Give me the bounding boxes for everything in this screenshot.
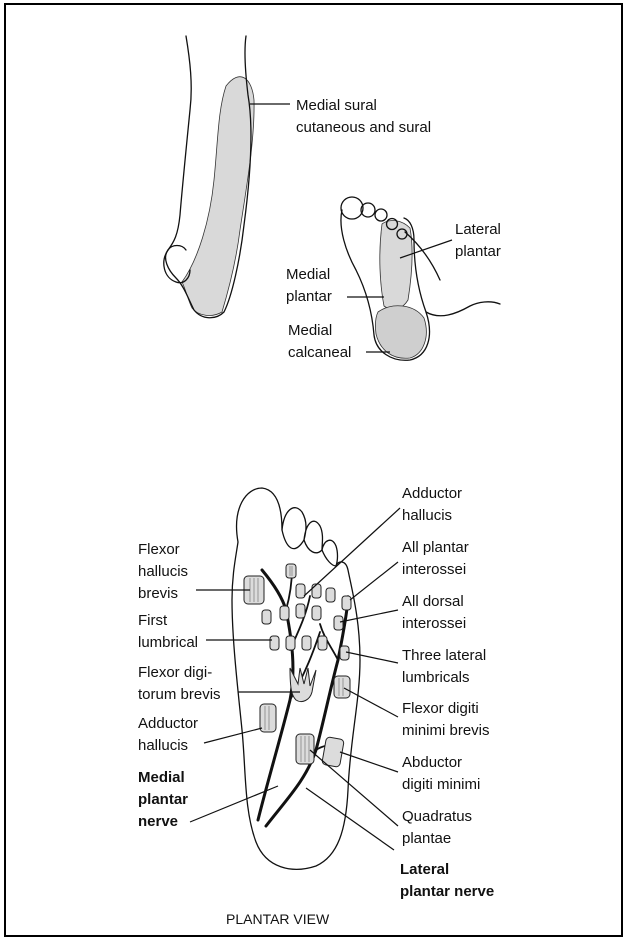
label-fdm-brevis-1: Flexor digiti <box>402 700 479 717</box>
leader-lateral-nerve <box>306 788 394 850</box>
label-medial-calcaneal-2: calcaneal <box>288 344 351 361</box>
caption-plantar-view: PLANTAR VIEW <box>226 911 330 927</box>
label-quadratus-2: plantae <box>402 830 451 847</box>
leader-three-lateral <box>346 652 398 663</box>
label-fhb-3: brevis <box>138 585 178 602</box>
label-medial-calcaneal-1: Medial <box>288 322 332 339</box>
label-quadratus-1: Quadratus <box>402 808 472 825</box>
label-adductor-hallucis-top-1: Adductor <box>402 485 462 502</box>
label-medial-plantar-2: plantar <box>286 288 332 305</box>
leader-all-dorsal <box>340 610 398 622</box>
label-fdm-brevis-2: minimi brevis <box>402 722 490 739</box>
label-abductor-dm-2: digiti minimi <box>402 776 480 793</box>
label-all-dorsal-1: All dorsal <box>402 593 464 610</box>
label-three-lateral-2: lumbricals <box>402 669 470 686</box>
adductor-hallucis-top-muscle <box>286 564 296 578</box>
quadratus-plantae-muscle <box>296 734 314 764</box>
label-three-lateral-1: Three lateral <box>402 647 486 664</box>
label-fdb-1: Flexor digi- <box>138 664 212 681</box>
toe-crease-1 <box>282 530 304 549</box>
leader-medial-nerve <box>190 786 278 822</box>
label-adductor-hallucis-top-2: hallucis <box>402 507 452 524</box>
sural-sensory-zone <box>182 77 254 316</box>
label-lateral-plantar-nerve-2: plantar nerve <box>400 883 494 900</box>
label-all-plantar-1: All plantar <box>402 539 469 556</box>
label-fdb-2: torum brevis <box>138 686 221 703</box>
label-lateral-plantar-2: plantar <box>455 243 501 260</box>
leader-quadratus <box>310 750 398 826</box>
leader-adductor-left <box>204 728 262 743</box>
label-medial-nerve-3: nerve <box>138 813 178 830</box>
big-toe-outline <box>341 197 363 219</box>
label-medial-plantar-1: Medial <box>286 266 330 283</box>
toe-crease-3 <box>322 550 336 566</box>
label-abductor-dm-1: Abductor <box>402 754 462 771</box>
flexor-digiti-minimi-brevis-muscle <box>334 676 350 698</box>
leader-abductor-dm <box>340 752 398 772</box>
third-toe-outline <box>375 209 387 221</box>
label-adductor-left-1: Adductor <box>138 715 198 732</box>
label-medial-sural-1: Medial sural <box>296 97 377 114</box>
label-first-lumbrical-1: First <box>138 612 168 629</box>
label-lateral-plantar-nerve-1: Lateral <box>400 861 449 878</box>
label-first-lumbrical-2: lumbrical <box>138 634 198 651</box>
leader-fdm-brevis <box>344 688 398 717</box>
label-all-dorsal-2: interossei <box>402 615 466 632</box>
label-medial-sural-2: cutaneous and sural <box>296 119 431 136</box>
label-medial-nerve-2: plantar <box>138 791 188 808</box>
label-fhb-2: hallucis <box>138 563 188 580</box>
label-fhb-1: Flexor <box>138 541 180 558</box>
medial-calcaneal-zone <box>375 306 426 359</box>
adductor-hallucis-left-muscle <box>260 704 276 732</box>
lateral-plantar-nerve-trunk <box>266 600 348 826</box>
lumbricals-row <box>270 636 349 660</box>
leader-all-plantar <box>350 562 398 600</box>
label-all-plantar-2: interossei <box>402 561 466 578</box>
posterior-leg-illustration <box>164 36 254 318</box>
label-lateral-plantar-1: Lateral <box>455 221 501 238</box>
calf-line <box>426 302 500 316</box>
label-medial-nerve-1: Medial <box>138 769 185 786</box>
interossei-row-middle <box>262 604 343 630</box>
toe-crease-2 <box>304 540 322 553</box>
label-adductor-left-2: hallucis <box>138 737 188 754</box>
